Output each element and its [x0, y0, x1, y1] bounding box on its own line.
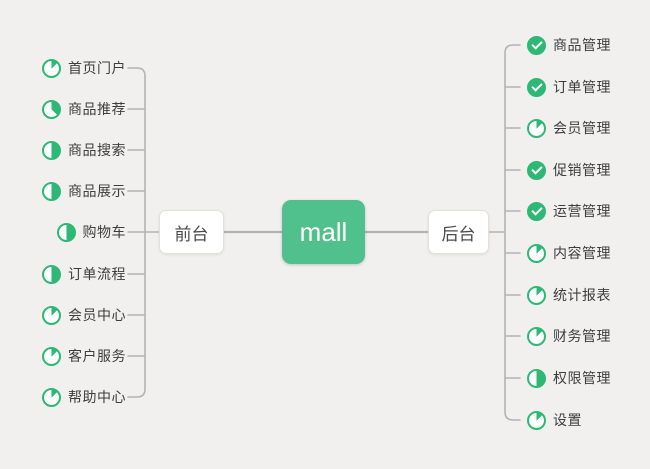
- topic-label: 会员管理: [553, 120, 611, 136]
- topic-product-display[interactable]: 商品展示: [42, 181, 126, 201]
- task-progress-icon: [527, 410, 546, 430]
- task-progress-icon: [42, 305, 61, 325]
- topic-label: 商品管理: [553, 37, 611, 53]
- topic-promotion-management[interactable]: 促销管理: [527, 160, 611, 180]
- topic-label: 订单管理: [553, 79, 611, 95]
- topic-home-portal[interactable]: 首页门户: [42, 58, 126, 78]
- task-done-icon: [527, 77, 546, 97]
- topic-help-center[interactable]: 帮助中心: [42, 387, 126, 407]
- topic-settings[interactable]: 设置: [527, 410, 582, 430]
- topic-label: 财务管理: [553, 328, 611, 344]
- topic-permission-management[interactable]: 权限管理: [527, 368, 611, 388]
- topic-label: 商品搜索: [68, 142, 126, 158]
- topic-label: 内容管理: [553, 245, 611, 261]
- root-node-label: mall: [299, 216, 348, 247]
- task-progress-icon: [527, 118, 546, 138]
- task-progress-icon: [527, 243, 546, 263]
- topic-product-recommend[interactable]: 商品推荐: [42, 99, 126, 119]
- topic-member-management[interactable]: 会员管理: [527, 118, 611, 138]
- task-progress-icon: [527, 326, 546, 346]
- task-done-icon: [527, 160, 546, 180]
- topic-order-flow[interactable]: 订单流程: [42, 264, 126, 284]
- task-progress-icon: [42, 181, 61, 201]
- topic-label: 订单流程: [68, 266, 126, 282]
- topic-label: 权限管理: [553, 370, 611, 386]
- topic-member-center[interactable]: 会员中心: [42, 305, 126, 325]
- topic-label: 帮助中心: [68, 389, 126, 405]
- topic-label: 商品推荐: [68, 101, 126, 117]
- topic-operation-management[interactable]: 运营管理: [527, 201, 611, 221]
- root-node-mall[interactable]: mall: [282, 200, 365, 264]
- topic-label: 运营管理: [553, 203, 611, 219]
- topic-shopping-cart[interactable]: 购物车: [56, 222, 127, 242]
- topic-product-management[interactable]: 商品管理: [527, 35, 611, 55]
- topic-statistics-report[interactable]: 统计报表: [527, 285, 611, 305]
- branch-node-frontend[interactable]: 前台: [159, 210, 224, 254]
- task-progress-icon: [42, 58, 61, 78]
- topic-customer-service[interactable]: 客户服务: [42, 346, 126, 366]
- topic-label: 设置: [553, 412, 582, 428]
- topic-label: 促销管理: [553, 162, 611, 178]
- topic-label: 客户服务: [68, 348, 126, 364]
- task-progress-icon: [527, 285, 546, 305]
- topic-order-management[interactable]: 订单管理: [527, 77, 611, 97]
- task-progress-icon: [42, 99, 61, 119]
- task-progress-icon: [56, 222, 76, 242]
- topic-product-search[interactable]: 商品搜索: [42, 140, 126, 160]
- task-done-icon: [527, 35, 546, 55]
- topic-label: 统计报表: [553, 287, 611, 303]
- topic-label: 购物车: [82, 224, 126, 240]
- task-progress-icon: [527, 368, 546, 388]
- task-done-icon: [527, 201, 546, 221]
- branch-node-backend[interactable]: 后台: [428, 210, 489, 254]
- topic-label: 首页门户: [68, 60, 126, 76]
- branch-node-label: 前台: [174, 224, 209, 244]
- topic-label: 商品展示: [68, 183, 126, 199]
- task-progress-icon: [42, 264, 61, 284]
- back-branch-bracket: [488, 44, 521, 421]
- front-branch-bracket: [127, 67, 160, 398]
- task-progress-icon: [42, 346, 61, 366]
- topic-label: 会员中心: [68, 307, 126, 323]
- task-progress-icon: [42, 140, 61, 160]
- task-progress-icon: [42, 387, 61, 407]
- branch-node-label: 后台: [441, 224, 476, 244]
- topic-content-management[interactable]: 内容管理: [527, 243, 611, 263]
- topic-finance-management[interactable]: 财务管理: [527, 326, 611, 346]
